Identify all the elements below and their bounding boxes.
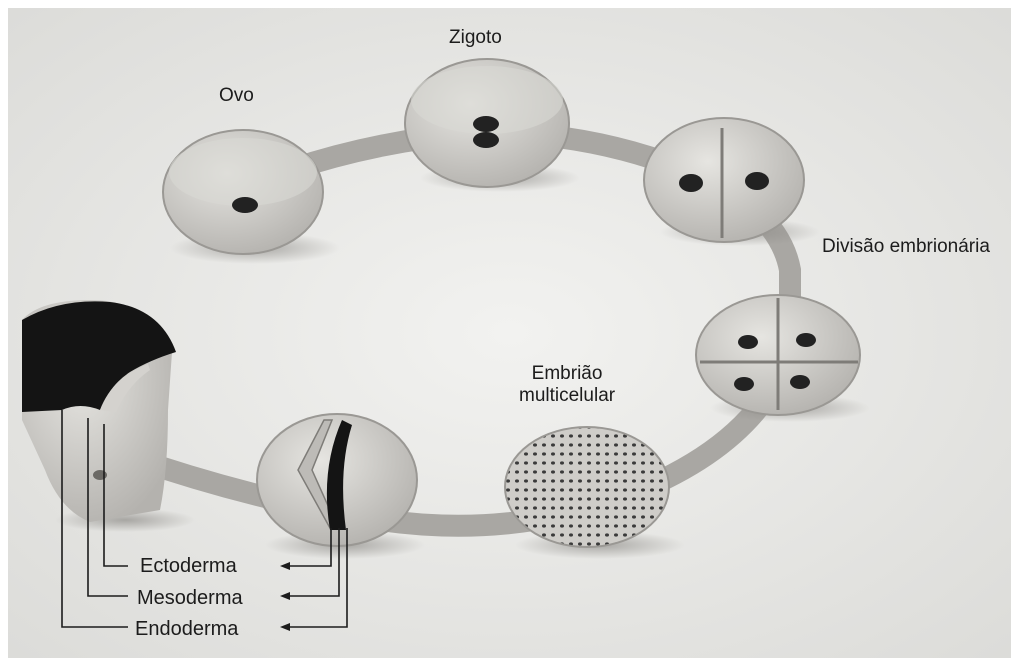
two-cell-body — [644, 118, 804, 242]
four-cell-nucleus-2 — [796, 333, 816, 347]
label-zigoto: Zigoto — [449, 27, 502, 49]
two-cell-nucleus-left — [679, 174, 703, 192]
label-divisao-embrionaria: Divisão embrionária — [822, 236, 990, 258]
multicellular-body — [505, 427, 669, 547]
zigoto-nucleus-top — [473, 116, 499, 132]
label-ovo: Ovo — [219, 85, 254, 107]
four-cell-nucleus-1 — [738, 335, 758, 349]
label-embriao-line1: Embrião — [519, 363, 615, 385]
label-mesoderma: Mesoderma — [137, 587, 243, 610]
four-cell-nucleus-4 — [790, 375, 810, 389]
ovo-nucleus — [232, 197, 258, 213]
label-endoderma: Endoderma — [135, 618, 238, 641]
ovo-highlight — [169, 138, 317, 206]
label-embriao-multicelular: Embrião multicelular — [519, 363, 615, 407]
label-ectoderma: Ectoderma — [140, 555, 237, 578]
label-embriao-line2: multicelular — [519, 385, 615, 407]
neurula-cavity — [93, 470, 107, 480]
four-cell-nucleus-3 — [734, 377, 754, 391]
zigoto-nucleus-bottom — [473, 132, 499, 148]
two-cell-nucleus-right — [745, 172, 769, 190]
